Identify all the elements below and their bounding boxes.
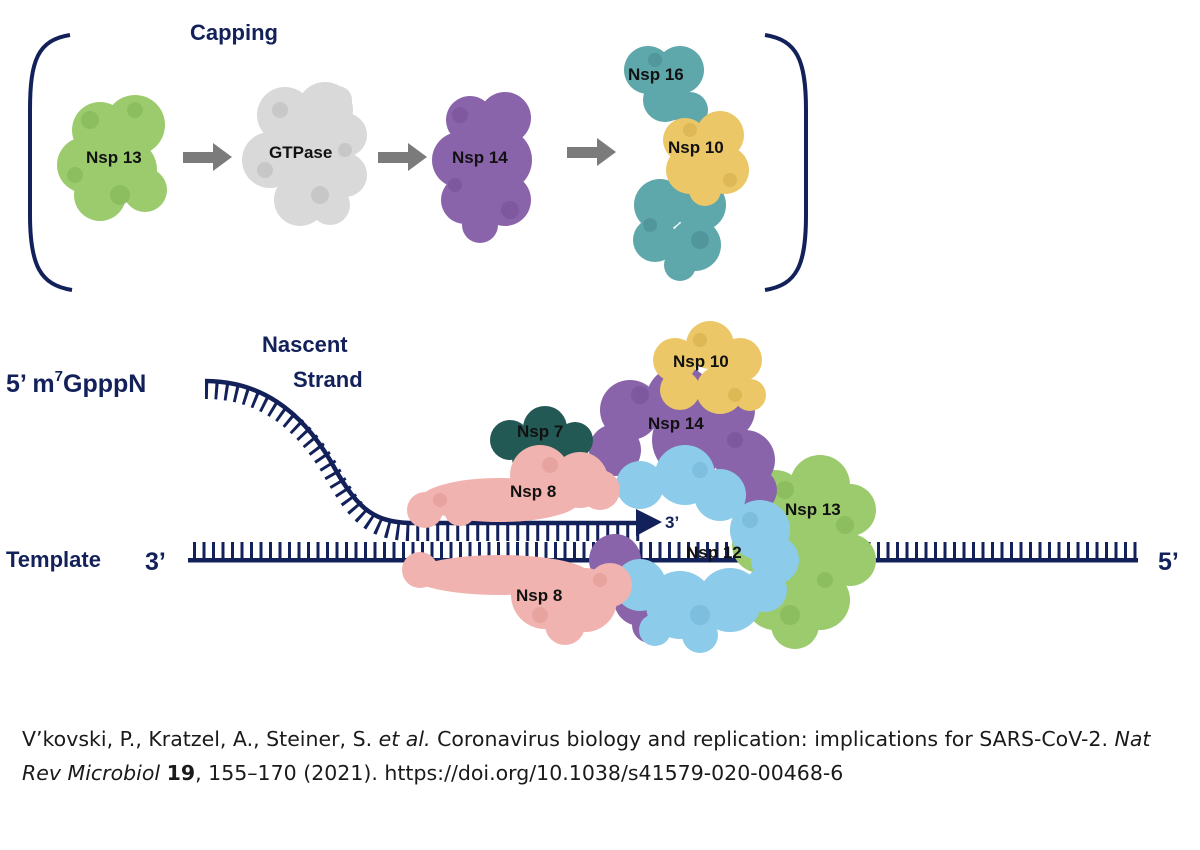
cap-structure-label: 5’ m7GpppN [6,368,146,398]
capping-nsp13-protein [57,95,167,221]
template-strand [188,542,1138,563]
nascent-3prime-label: 3’ [665,513,679,532]
complex-nsp7-label: Nsp 7 [517,422,563,441]
citation-title: Coronavirus biology and replication: imp… [430,727,1115,751]
capping-nsp10-protein [663,111,749,206]
capping-nsp13-label: Nsp 13 [86,148,142,167]
capping-arrow-2 [378,143,427,171]
capping-nsp10-label: Nsp 10 [668,138,724,157]
citation-journal: Nat Rev Microbiol [22,727,1151,785]
nascent-strand-label-line1: Nascent [262,332,348,357]
template-5prime-label: 5’ [1158,548,1179,576]
complex-nsp8-bottom-label: Nsp 8 [516,586,562,605]
capping-arrow-1 [183,143,232,171]
complex-nsp10-protein [653,321,766,414]
template-label: Template [6,547,101,572]
capping-arrow-3 [567,138,616,166]
complex-nsp12-label: Nsp 12 [686,543,742,562]
template-3prime-label: 3’ [145,548,166,576]
capping-bracket [28,33,808,292]
complex-nsp10-label: Nsp 10 [673,352,729,371]
complex-nsp8-top-protein [407,445,620,528]
citation-volume: 19 [166,761,196,785]
complex-nsp13-label: Nsp 13 [785,500,841,519]
complex-nsp12-protein [614,445,799,653]
capping-gtpase-label: GTPase [269,143,332,162]
citation: V’kovski, P., Kratzel, A., Steiner, S. e… [22,722,1172,790]
citation-authors: V’kovski, P., Kratzel, A., Steiner, S. [22,727,379,751]
capping-nsp14-protein [432,92,532,243]
nascent-strand [204,378,662,541]
capping-nsp16-label: Nsp 16 [628,65,684,84]
capping-gtpase-protein [242,82,367,226]
complex-nsp8-bottom-protein [402,552,632,645]
citation-etal: et al. [378,727,431,751]
complex-nsp14-label: Nsp 14 [648,414,704,433]
complex-nsp8-top-label: Nsp 8 [510,482,556,501]
citation-rest: , 155–170 (2021). https://doi.org/10.103… [195,761,844,785]
capping-title: Capping [190,20,278,45]
capping-nsp14-label: Nsp 14 [452,148,508,167]
nascent-strand-label-line2: Strand [293,367,363,392]
